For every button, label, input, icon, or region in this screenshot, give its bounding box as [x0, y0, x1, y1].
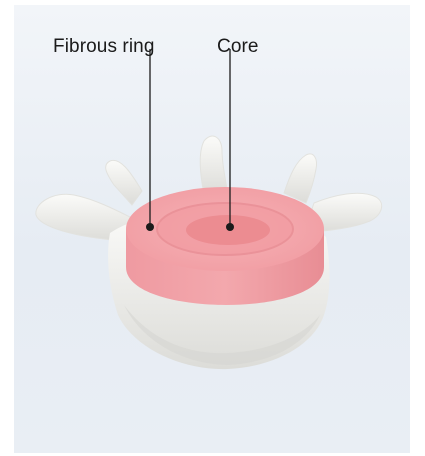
right-upper-process [284, 154, 317, 203]
intervertebral-disc [126, 187, 324, 305]
diagram-canvas: Fibrous ring Core [14, 5, 410, 453]
core-pointer-dot [226, 223, 234, 231]
vertebra-illustration [14, 5, 410, 453]
fibrous-ring-label: Fibrous ring [53, 36, 155, 58]
spinous-process [200, 136, 228, 195]
core-label: Core [217, 36, 259, 58]
left-upper-process [106, 160, 142, 205]
fibrous-ring-pointer-dot [146, 223, 154, 231]
